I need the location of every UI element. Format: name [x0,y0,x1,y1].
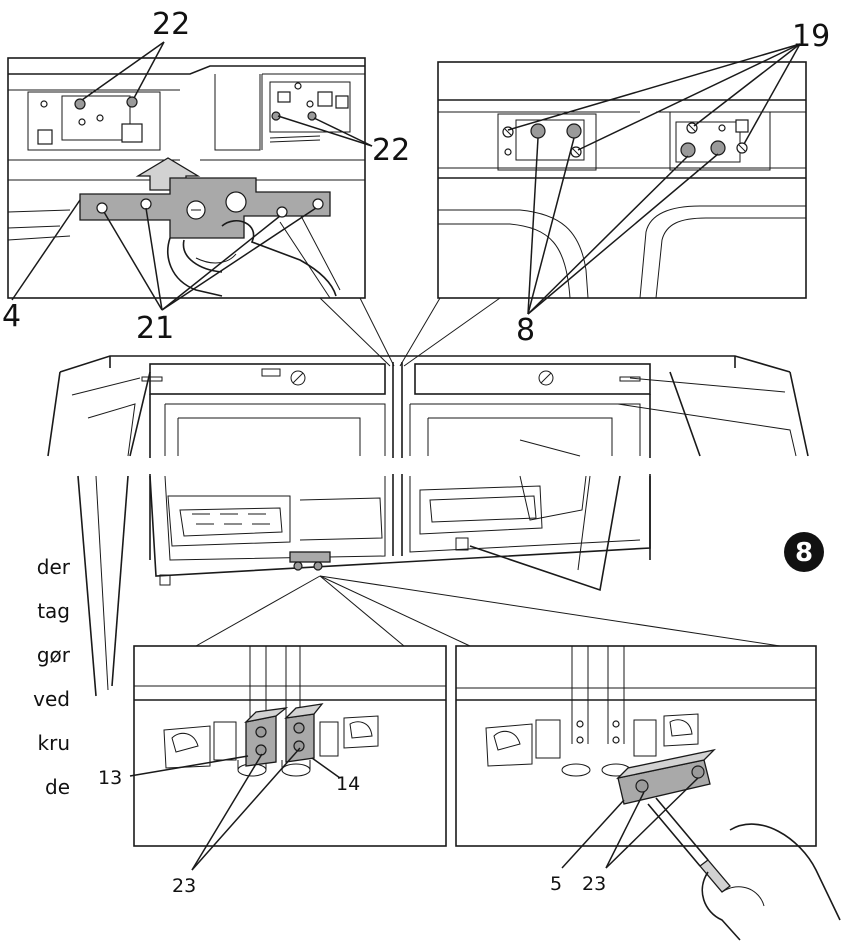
detail-top-left [7,57,366,299]
step-badge: 8 [784,532,824,572]
label-13: 13 [98,767,122,789]
screw-22-b [126,96,138,108]
bolt-8-a [530,123,546,139]
label-22-right: 22 [372,133,410,168]
label-21: 21 [136,311,174,346]
detail-top-right [437,61,807,299]
detail-bottom-right [455,645,841,941]
bracket-13 [245,715,277,767]
label-22-top: 22 [152,7,190,42]
label-8: 8 [516,313,535,348]
appliance-illustration [0,355,851,697]
bolt-8-c [680,142,696,158]
side-text-line-6: de [45,775,70,799]
screw-22-a [74,98,86,110]
bracket-14 [285,713,315,763]
bolt-8-b [566,123,582,139]
step-number: 8 [795,538,813,568]
side-text-line-3: gør [37,643,71,667]
label-5: 5 [550,873,562,895]
side-text-line-1: der [37,555,71,579]
label-19: 19 [792,19,830,54]
label-23-left: 23 [172,875,196,897]
side-text-line-4: ved [33,687,70,711]
label-14: 14 [336,773,360,795]
label-23-right: 23 [582,873,606,895]
side-text-line-5: kru [38,731,70,755]
detail-bottom-left [133,645,447,847]
side-text: der tag gør ved kru de [33,555,71,799]
callout-labels: 22 22 4 21 19 8 13 14 23 5 23 [2,7,830,897]
side-text-line-2: tag [37,599,70,623]
leader-lines [11,41,801,871]
label-4: 4 [2,299,21,334]
bolt-8-d [710,140,726,156]
